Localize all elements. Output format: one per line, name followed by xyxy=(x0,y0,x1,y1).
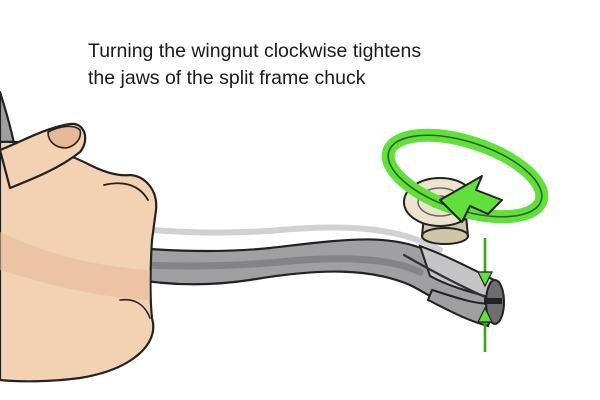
wingnut-stem-base xyxy=(421,227,469,245)
split-frame-chuck xyxy=(402,244,505,328)
finger-crease-1 xyxy=(103,182,149,201)
thumb-nail xyxy=(47,125,82,149)
chuck-slot-line xyxy=(402,253,494,302)
compression-arrowhead-top xyxy=(477,271,493,288)
rotation-arrowhead xyxy=(439,175,503,223)
compression-arrowhead-bottom xyxy=(477,306,493,323)
hand-shadow xyxy=(0,232,150,300)
jaw-compression-arrows-icon xyxy=(477,238,493,352)
finger-crease-2 xyxy=(119,298,151,319)
chuck-tip-gap xyxy=(484,298,502,304)
clockwise-rotation-arrow-icon xyxy=(381,128,549,224)
chuck-lower-jaw xyxy=(426,288,494,328)
hand xyxy=(0,122,158,383)
caption-line-1: Turning the wingnut clockwise tightens xyxy=(88,40,422,62)
caption: Turning the wingnut clockwise tightens t… xyxy=(88,38,568,92)
caption-line-2: the jaws of the split frame chuck xyxy=(88,67,366,89)
